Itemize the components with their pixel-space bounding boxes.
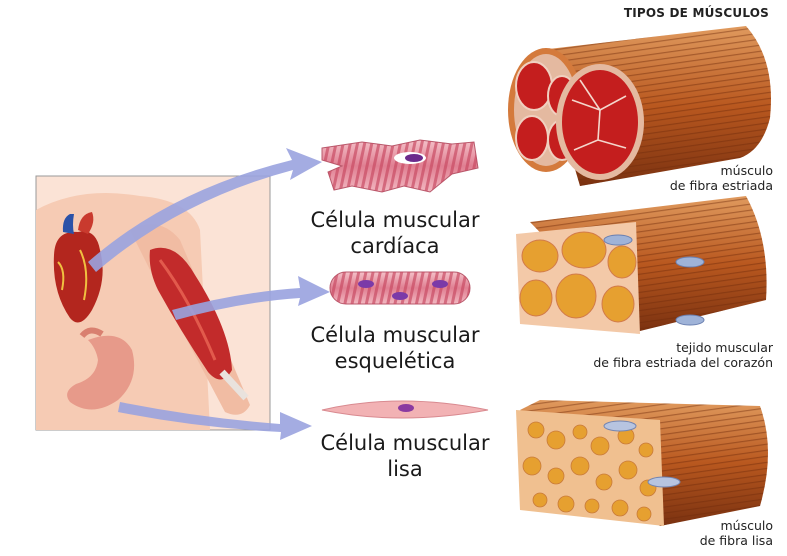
smooth-cell-label: Célula muscular lisa xyxy=(300,430,510,482)
skeletal-cell-label-line2: esquelética xyxy=(334,349,456,373)
striated-muscle-label-line2: de fibra estriada xyxy=(669,178,773,193)
cardiac-cell-label: Célula muscular cardíaca xyxy=(300,207,490,259)
arrow-to-skeletal xyxy=(172,276,330,320)
diagram-title: TIPOS DE MÚSCULOS xyxy=(623,6,769,20)
smooth-muscle-block xyxy=(516,400,768,526)
heart-icon xyxy=(53,212,103,323)
cardiac-tissue-label-line1: tejido muscular xyxy=(676,340,773,355)
cardiac-tissue-label: tejido muscular de fibra estriada del co… xyxy=(533,340,773,370)
smooth-cell-label-line1: Célula muscular lisa xyxy=(320,431,490,481)
arrows xyxy=(88,148,330,440)
striated-muscle-label-line1: músculo xyxy=(720,163,773,178)
cardiac-cell-label-line2: cardíaca xyxy=(350,234,440,258)
cardiac-tissue-label-line2: de fibra estriada del corazón xyxy=(593,355,773,370)
smooth-muscle-label-line2: de fibra lisa xyxy=(699,533,773,548)
skeletal-cell-label: Célula muscular esquelética xyxy=(300,322,490,374)
arrow-to-cardiac xyxy=(88,148,322,272)
cardiac-cell-icon xyxy=(321,139,479,193)
stomach-icon xyxy=(67,327,135,410)
smooth-muscle-label: músculo de fibra lisa xyxy=(573,518,773,548)
smooth-muscle-label-line1: músculo xyxy=(720,518,773,533)
skeletal-cell-icon xyxy=(329,271,471,305)
skeletal-cell-label-line1: Célula muscular xyxy=(310,323,480,347)
cardiac-tissue-block xyxy=(516,196,767,334)
striated-muscle-label: músculo de fibra estriada xyxy=(553,163,773,193)
smooth-cell-icon xyxy=(321,400,489,419)
arrow-to-smooth xyxy=(118,402,312,440)
cardiac-cell-label-line1: Célula muscular xyxy=(310,208,480,232)
striated-muscle-bundle xyxy=(508,26,771,186)
